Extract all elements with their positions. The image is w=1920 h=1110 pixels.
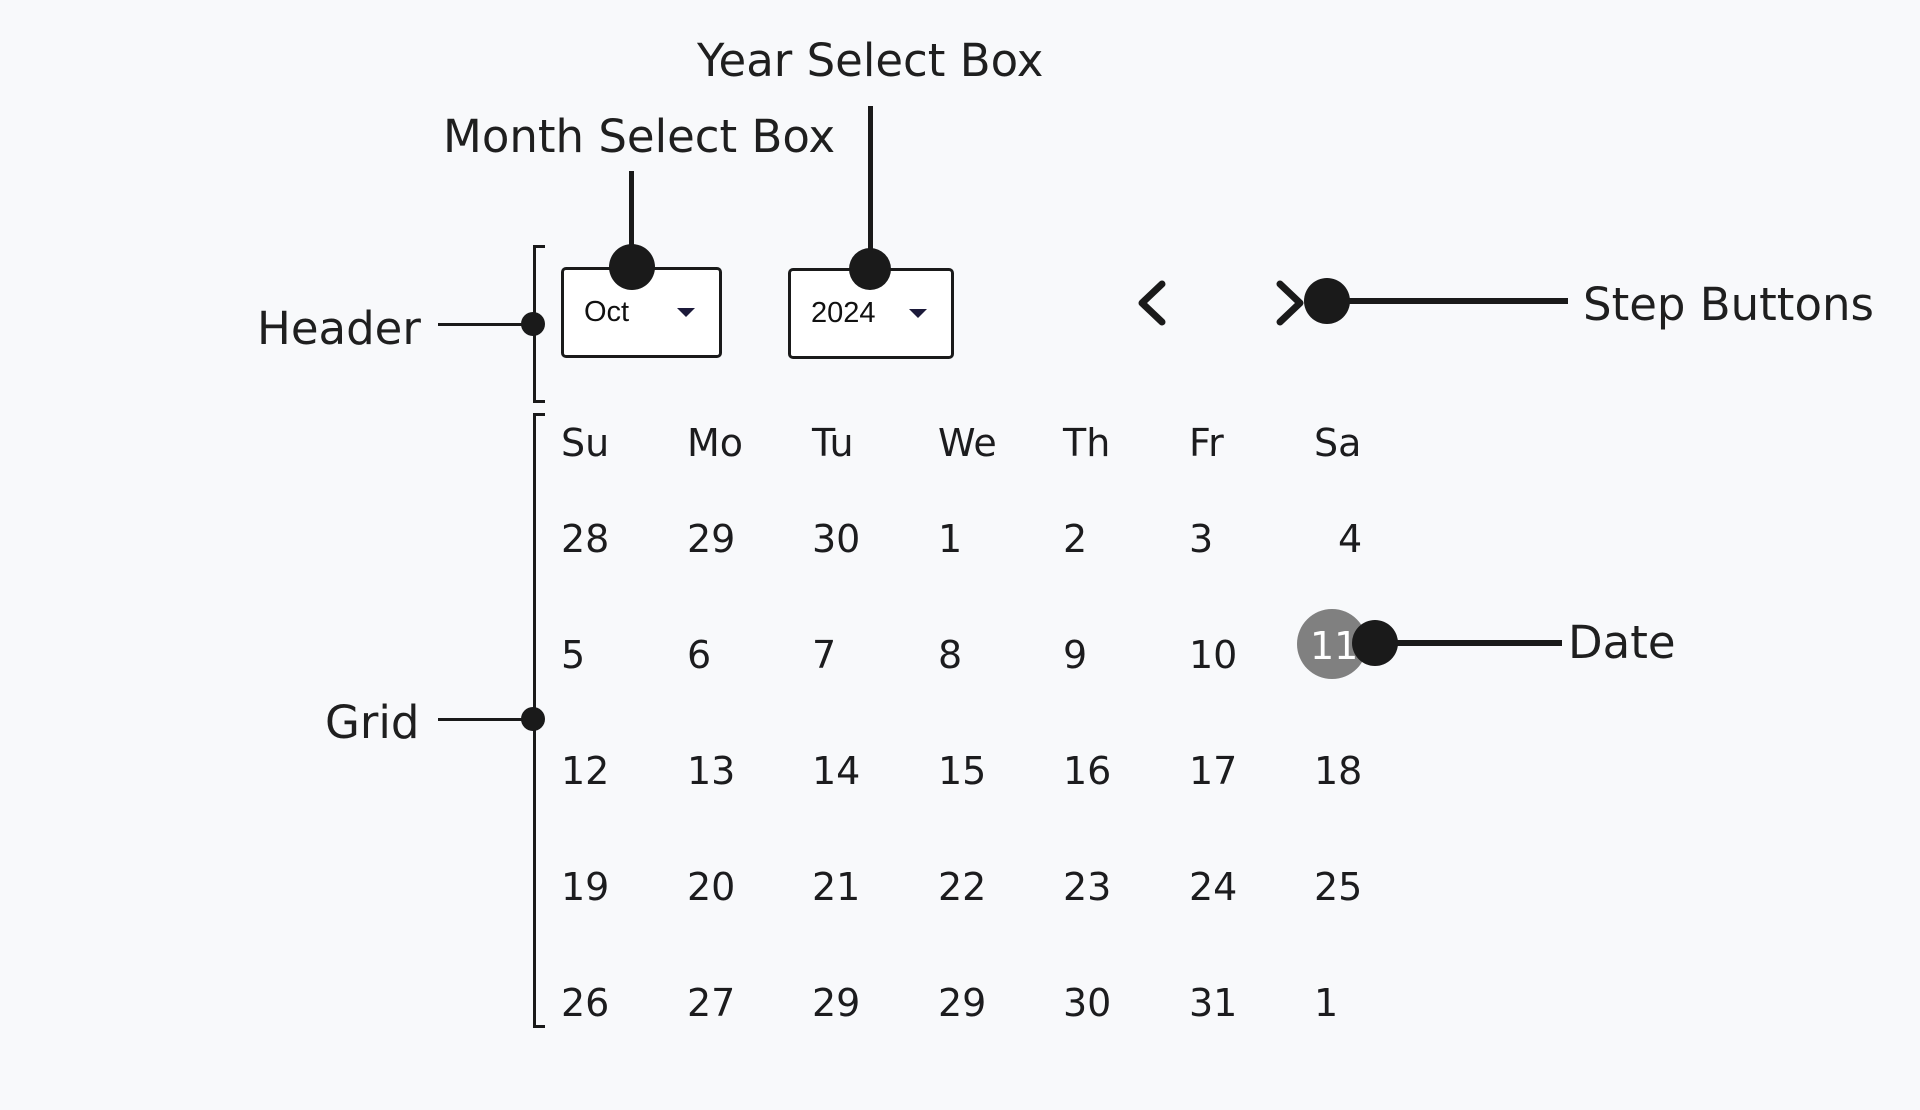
date-cell[interactable]: 26 <box>561 981 610 1025</box>
date-cell[interactable]: 19 <box>561 865 610 909</box>
weekday-label: Fr <box>1189 421 1224 465</box>
date-cell[interactable]: 27 <box>687 981 736 1025</box>
year-dropdown-caret-icon <box>909 309 927 318</box>
month-select-value: Oct <box>584 296 630 328</box>
date-cell[interactable]: 10 <box>1189 633 1238 677</box>
date-cell[interactable]: 16 <box>1063 749 1112 793</box>
month-select-annotation-label: Month Select Box <box>443 110 836 163</box>
date-cell[interactable]: 17 <box>1189 749 1238 793</box>
date-cell[interactable]: 2 <box>1063 517 1088 561</box>
date-cell[interactable]: 9 <box>1063 633 1088 677</box>
month-select-leader-line <box>629 171 634 261</box>
grid-leader-line <box>438 718 533 721</box>
chevron-right-icon[interactable] <box>1270 278 1310 328</box>
date-cell[interactable]: 18 <box>1314 749 1363 793</box>
date-cell[interactable]: 20 <box>687 865 736 909</box>
weekday-label: Su <box>561 421 610 465</box>
date-cell[interactable]: 13 <box>687 749 736 793</box>
grid-bracket <box>533 413 545 1028</box>
month-select-leader-dot <box>609 244 655 290</box>
date-cell[interactable]: 1 <box>1314 981 1339 1025</box>
date-cell[interactable]: 21 <box>812 865 861 909</box>
date-cell[interactable]: 7 <box>812 633 837 677</box>
date-cell[interactable]: 3 <box>1189 517 1214 561</box>
date-cell[interactable]: 30 <box>1063 981 1112 1025</box>
selected-date-label[interactable]: 11 <box>1310 624 1359 668</box>
date-cell[interactable]: 12 <box>561 749 610 793</box>
weekday-label: We <box>938 421 997 465</box>
weekday-label: Sa <box>1314 421 1362 465</box>
date-cell[interactable]: 29 <box>812 981 861 1025</box>
date-cell[interactable]: 4 <box>1338 517 1363 561</box>
weekday-label: Tu <box>812 421 854 465</box>
step-buttons-annotation-label: Step Buttons <box>1583 278 1874 331</box>
date-cell[interactable]: 6 <box>687 633 712 677</box>
date-cell[interactable]: 24 <box>1189 865 1238 909</box>
date-cell[interactable]: 1 <box>938 517 963 561</box>
date-cell[interactable]: 29 <box>687 517 736 561</box>
date-cell[interactable]: 8 <box>938 633 963 677</box>
date-cell[interactable]: 25 <box>1314 865 1363 909</box>
year-select-leader-dot <box>849 248 891 290</box>
chevron-left-icon[interactable] <box>1132 278 1172 328</box>
date-cell[interactable]: 30 <box>812 517 861 561</box>
date-cell[interactable]: 22 <box>938 865 987 909</box>
date-cell[interactable]: 23 <box>1063 865 1112 909</box>
date-cell[interactable]: 15 <box>938 749 987 793</box>
date-cell[interactable]: 28 <box>561 517 610 561</box>
weekday-label: Mo <box>687 421 744 465</box>
step-buttons-leader-line <box>1330 298 1568 304</box>
header-leader-line <box>438 323 533 326</box>
year-select-annotation-label: Year Select Box <box>697 34 1044 87</box>
year-select-leader-line <box>868 106 873 260</box>
header-bracket <box>533 245 545 403</box>
date-leader-line <box>1378 640 1562 646</box>
weekday-label: Th <box>1063 421 1111 465</box>
date-annotation-label: Date <box>1568 616 1676 669</box>
date-cell[interactable]: 5 <box>561 633 586 677</box>
month-dropdown-caret-icon <box>677 308 695 317</box>
year-select-value: 2024 <box>811 297 876 329</box>
date-cell[interactable]: 14 <box>812 749 861 793</box>
date-cell[interactable]: 29 <box>938 981 987 1025</box>
grid-annotation-label: Grid <box>325 696 420 749</box>
header-annotation-label: Header <box>257 302 421 355</box>
date-cell[interactable]: 31 <box>1189 981 1238 1025</box>
